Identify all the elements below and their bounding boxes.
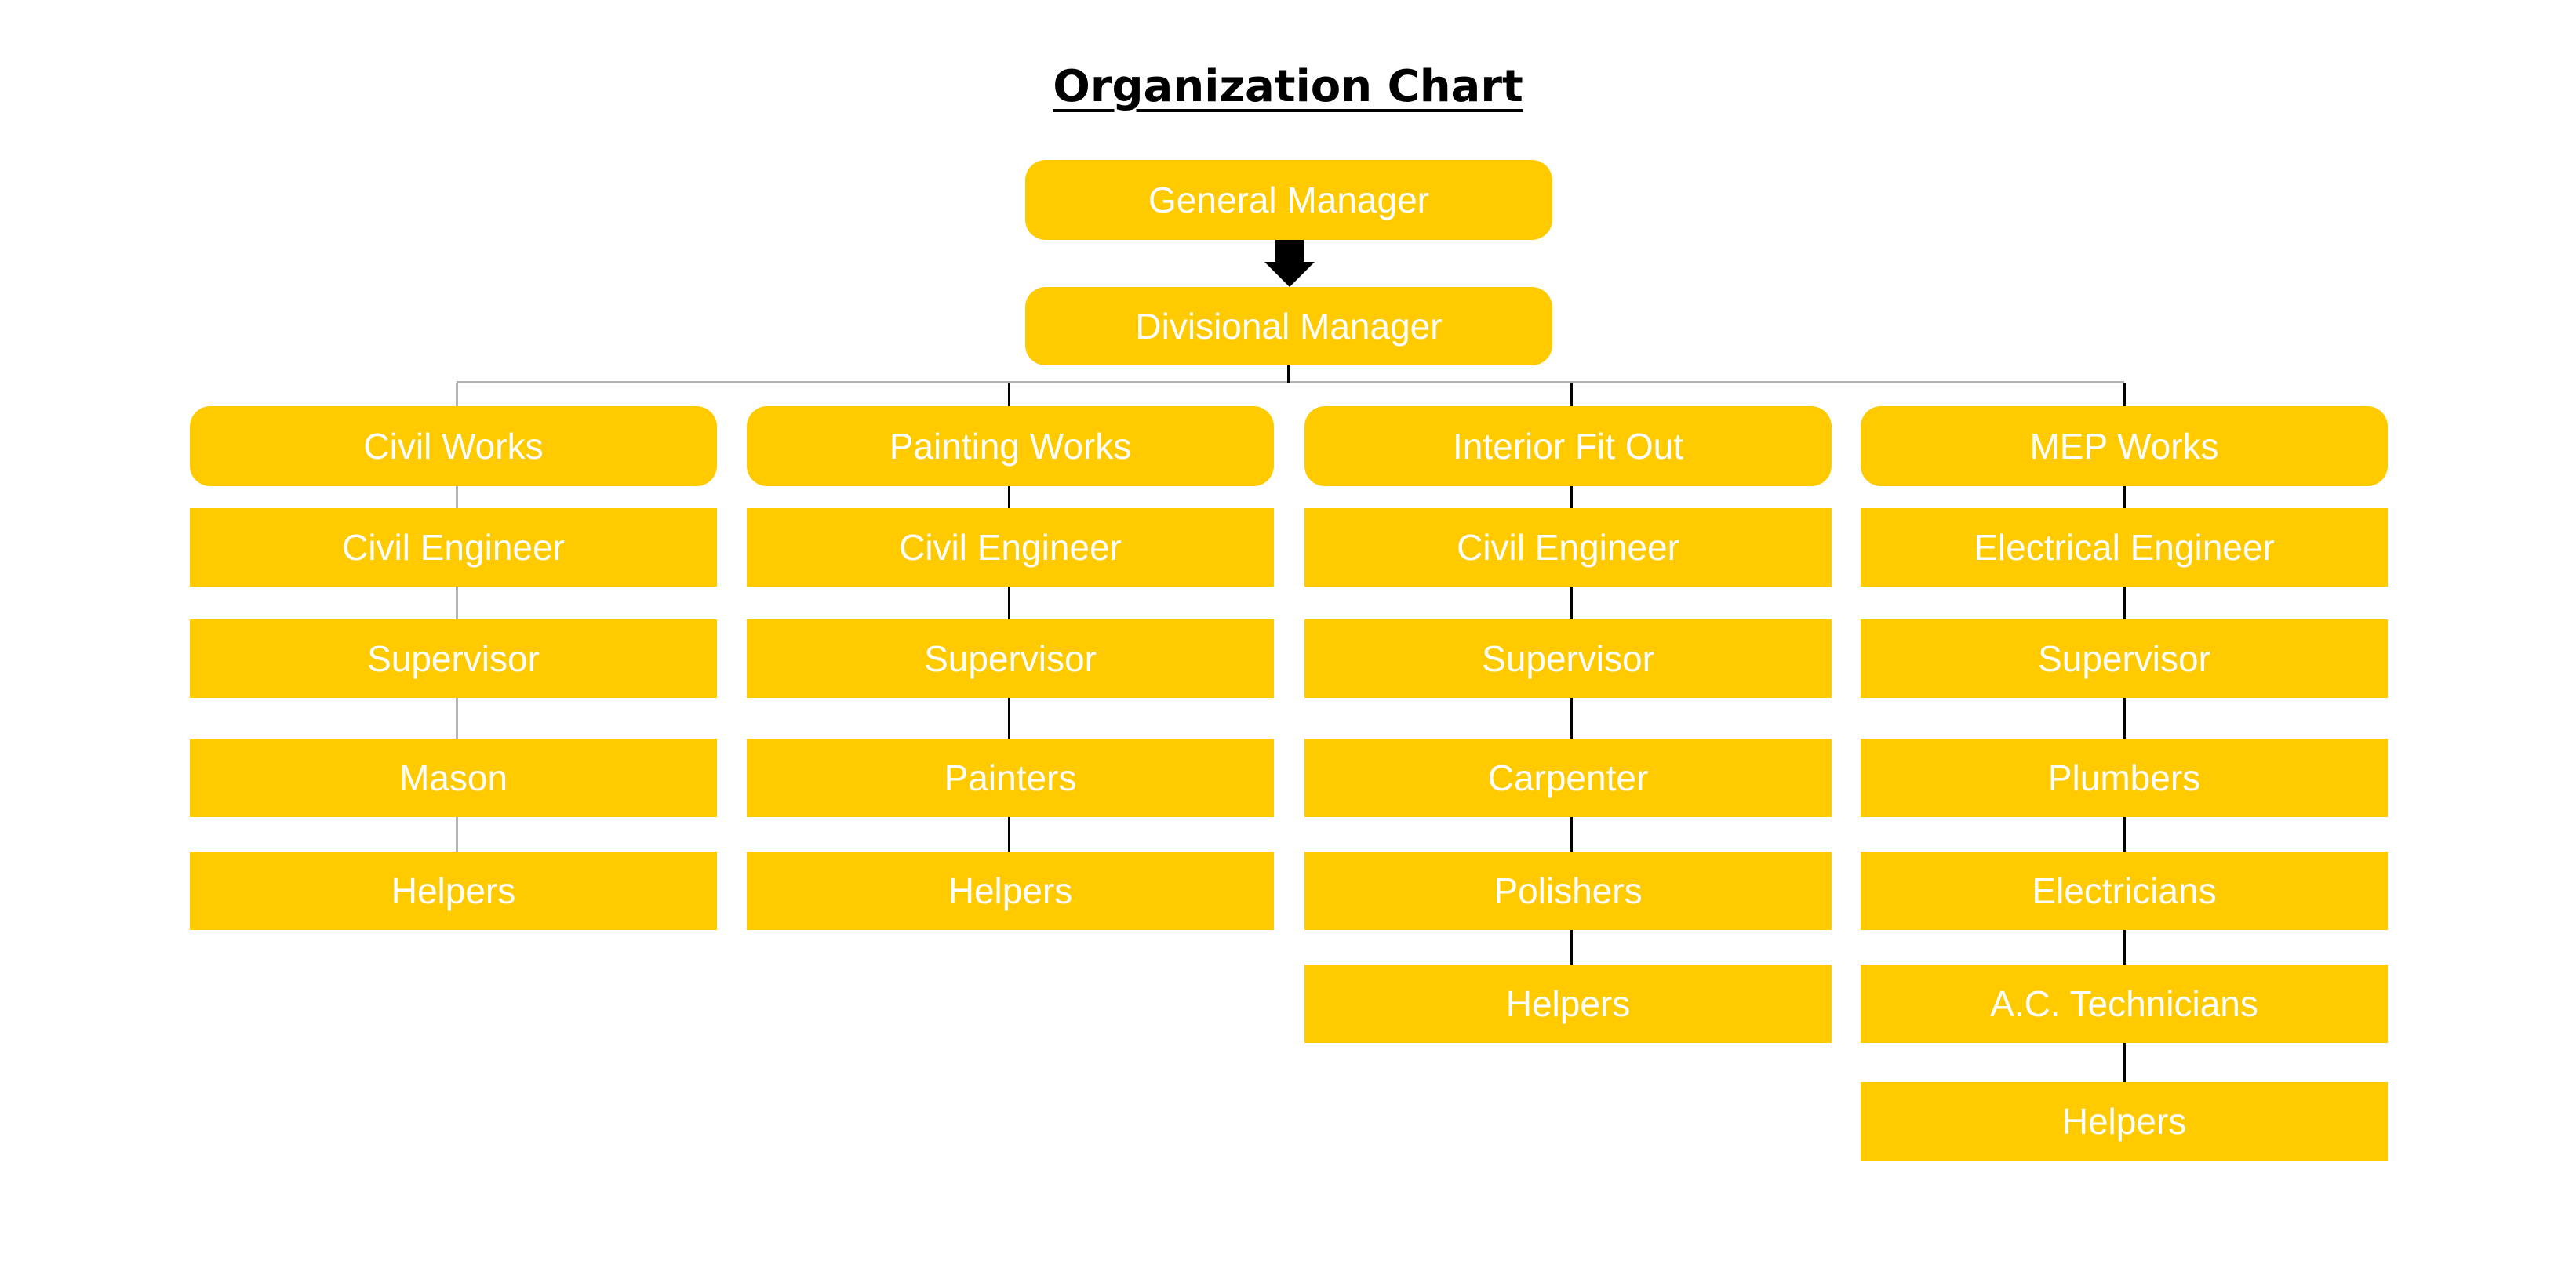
civil-works-header: Civil Works — [190, 406, 717, 486]
divisional-to-bus-connector — [1287, 362, 1290, 383]
interior-fit-out-header: Interior Fit Out — [1304, 406, 1832, 486]
civil-works-role-mason: Mason — [190, 739, 717, 817]
interior-role-polishers: Polishers — [1304, 852, 1832, 930]
painting-column-connector — [1008, 383, 1010, 852]
painting-works-role-civil-engineer: Civil Engineer — [747, 508, 1274, 587]
mep-role-supervisor: Supervisor — [1861, 619, 2388, 698]
divisional-manager-box: Divisional Manager — [1025, 287, 1552, 365]
civil-works-role-supervisor: Supervisor — [190, 619, 717, 698]
mep-role-electricians: Electricians — [1861, 852, 2388, 930]
general-manager-box: General Manager — [1025, 160, 1552, 240]
mep-role-electrical-engineer: Electrical Engineer — [1861, 508, 2388, 587]
civil-works-role-helpers: Helpers — [190, 852, 717, 930]
civil-works-role-civil-engineer: Civil Engineer — [190, 508, 717, 587]
mep-works-header: MEP Works — [1861, 406, 2388, 486]
painting-works-role-helpers: Helpers — [747, 852, 1274, 930]
interior-role-carpenter: Carpenter — [1304, 739, 1832, 817]
interior-role-helpers: Helpers — [1304, 964, 1832, 1043]
interior-role-civil-engineer: Civil Engineer — [1304, 508, 1832, 587]
chart-title: Organization Chart — [1053, 61, 1523, 112]
division-bus-line — [457, 381, 2124, 383]
painting-works-header: Painting Works — [747, 406, 1274, 486]
mep-role-ac-technicians: A.C. Technicians — [1861, 964, 2388, 1043]
mep-role-plumbers: Plumbers — [1861, 739, 2388, 817]
mep-column-connector — [2123, 383, 2126, 1082]
civil-column-connector — [456, 383, 458, 852]
painting-works-role-painters: Painters — [747, 739, 1274, 817]
down-arrow-icon — [1264, 238, 1315, 287]
interior-role-supervisor: Supervisor — [1304, 619, 1832, 698]
painting-works-role-supervisor: Supervisor — [747, 619, 1274, 698]
mep-role-helpers: Helpers — [1861, 1082, 2388, 1161]
